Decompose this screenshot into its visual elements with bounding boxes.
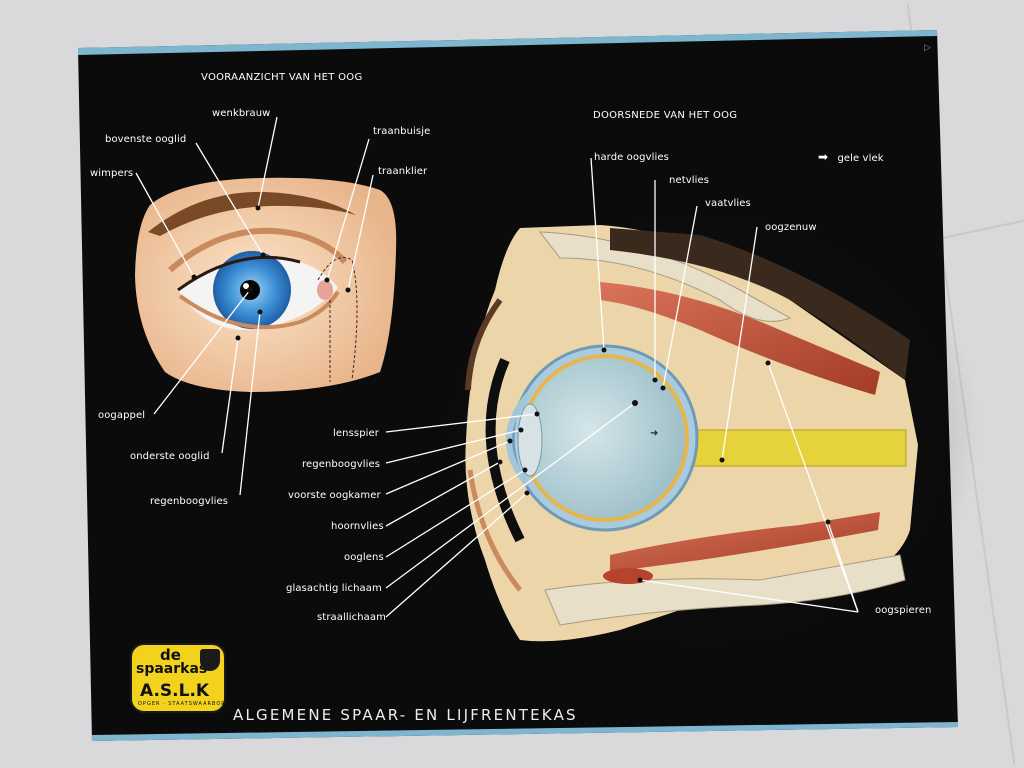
label-traanbuisje: traanbuisje (373, 126, 431, 137)
label-oogzenuw: oogzenuw (765, 222, 817, 233)
macula-arrow-icon: ➜ (650, 428, 658, 439)
iris-section (485, 357, 525, 543)
poster-top-edge (78, 30, 937, 55)
label-wimpers: wimpers (90, 168, 134, 179)
logo-line1: de (160, 646, 181, 664)
label-traanklier: traanklier (378, 166, 428, 177)
label-netvlies: netvlies (669, 175, 710, 186)
tear-duct-caruncle (317, 280, 333, 300)
logo-line4: OPGER · STAATSWAARBORG (138, 701, 231, 707)
label-oogappel: oogappel (98, 410, 146, 421)
leader-dots (191, 205, 831, 583)
label-vaatvlies: vaatvlies (705, 198, 751, 209)
label-oogspieren: oogspieren (875, 605, 932, 616)
footer-title: ALGEMENE SPAAR- EN LIJFRENTEKAS (233, 706, 578, 724)
front-view-illustration (135, 177, 397, 392)
eye-lens (517, 403, 543, 477)
label-ooglens: ooglens (344, 552, 384, 563)
cross-section-illustration: ➜ (465, 225, 918, 642)
poster-bottom-edge (92, 722, 958, 741)
lower-eyelid-section (467, 469, 522, 592)
upper-eyelid-fold (168, 227, 348, 273)
label-straallichaam: straallichaam (317, 612, 386, 623)
logo-line3: A.S.L.K (140, 681, 210, 701)
gele-vlek-legend: ➡ gele vlek (818, 150, 884, 164)
pupil-highlight (243, 283, 249, 289)
label-harde-oogvlies: harde oogvlies (594, 152, 669, 163)
lower-eyelid (178, 290, 340, 330)
front-view-title: VOORAANZICHT VAN HET OOG (201, 72, 363, 83)
eyebrow-shape (148, 191, 356, 236)
label-regenboogvlies-front: regenboogvlies (150, 496, 229, 507)
label-regenboogvlies-section: regenboogvlies (302, 459, 381, 470)
label-wenkbrauw: wenkbrauw (212, 108, 271, 119)
lower-eye-muscle (610, 512, 880, 572)
cross-section-title: DOORSNEDE VAN HET OOG (593, 110, 738, 121)
dark-cavity-top (610, 228, 910, 380)
label-onderste-ooglid: onderste ooglid (130, 451, 210, 462)
corner-mark-icon: ▷ (924, 43, 931, 53)
label-glasachtig-lichaam: glasachtig lichaam (286, 583, 382, 594)
sparkas-logo: de spaarkas A.S.L.K OPGER · STAATSWAARBO… (130, 643, 230, 713)
upper-eyelid-section (465, 298, 503, 391)
label-voorste-oogkamer: voorste oogkamer (288, 490, 381, 501)
label-bovenste-ooglid: bovenste ooglid (105, 134, 187, 145)
logo-line2: spaarkas (136, 661, 208, 677)
arrow-right-icon: ➡ (818, 150, 829, 164)
label-hoornvlies: hoornvlies (331, 521, 384, 532)
lion-crest-icon (200, 649, 220, 671)
label-lensspier: lensspier (333, 428, 379, 439)
vitreous-body (525, 358, 685, 518)
leader-lines (135, 116, 859, 618)
eyelashes (177, 255, 301, 292)
lower-small-muscle (603, 568, 653, 584)
label-gele-vlek: gele vlek (837, 153, 884, 164)
